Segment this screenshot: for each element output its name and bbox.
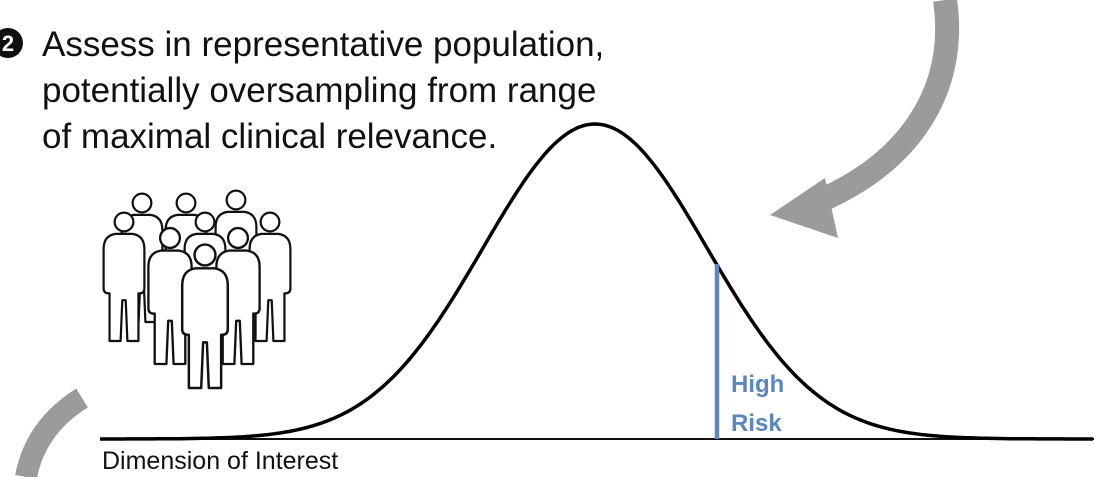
- distribution-curve: [100, 122, 1093, 441]
- people-group-icon: [102, 189, 292, 390]
- step-line-3: of maximal clinical relevance.: [42, 117, 497, 156]
- step-line-1: Assess in representative population,: [42, 25, 604, 64]
- threshold-label-line-1: High: [731, 371, 784, 398]
- threshold-label: High Risk: [731, 371, 784, 437]
- curved-arrow-icon: [15, 388, 89, 477]
- axis-label: Dimension of Interest: [102, 447, 338, 475]
- step-description: Assess in representative population, pot…: [42, 25, 604, 156]
- step-number: 2: [2, 31, 14, 56]
- curved-arrow-icon: [770, 0, 960, 238]
- threshold-label-line-2: Risk: [731, 410, 782, 437]
- step-badge-circle: [0, 28, 23, 58]
- step-line-2: potentially oversampling from range: [42, 71, 596, 110]
- step-number-badge: 2: [0, 28, 23, 58]
